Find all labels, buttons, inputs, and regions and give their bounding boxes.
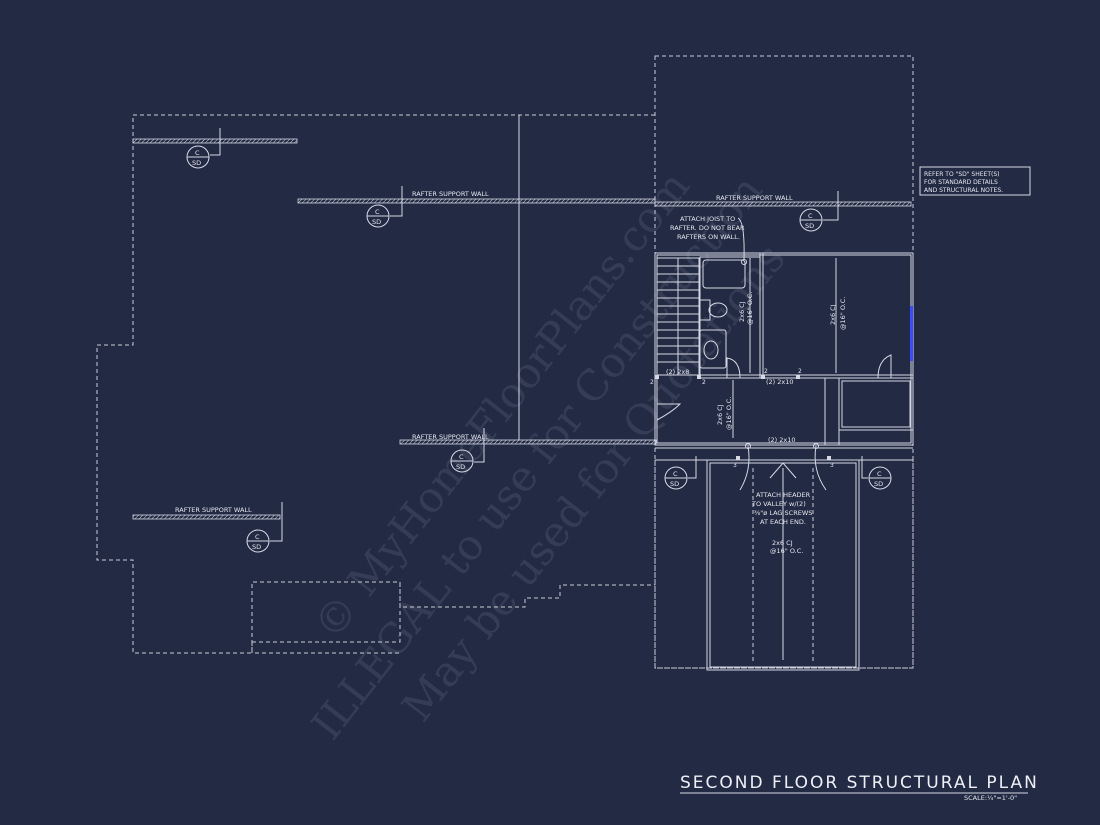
rafter-wall-label-3: RAFTER SUPPORT WALL (716, 194, 793, 202)
cj-spacing-bed: @16" O.C. (839, 297, 847, 330)
attach-joist-note: ATTACH JOIST TO RAFTER. DO NOT BEAR RAFT… (670, 215, 747, 265)
rafter-support-wall-3 (654, 201, 912, 207)
svg-text:SD: SD (456, 463, 465, 471)
window-accent (910, 306, 913, 361)
svg-text:C: C (459, 453, 464, 461)
svg-text:ATTACH HEADER: ATTACH HEADER (756, 491, 811, 499)
post-label-5: 3 (733, 462, 737, 469)
svg-text:AT EACH END.: AT EACH END. (760, 518, 806, 526)
cj-label-garage: 2x6 CJ (772, 539, 793, 547)
section-tag-1: C SD (186, 128, 221, 169)
title-block: SECOND FLOOR STRUCTURAL PLAN SCALE:¼"=1'… (680, 773, 1039, 802)
svg-text:SD: SD (372, 218, 381, 226)
svg-text:SD: SD (192, 159, 201, 167)
joist-arrows (732, 258, 837, 662)
roof-outline-right-lower (654, 460, 914, 669)
section-tag-3: C SD (799, 191, 839, 232)
rafter-support-wall-5 (132, 514, 281, 520)
rafter-support-wall-2 (297, 198, 656, 204)
header-label-2x8: (2) 2x8 (666, 368, 689, 376)
svg-text:C: C (195, 149, 200, 157)
post-label-2: 2 (702, 379, 706, 386)
rafter-support-wall-4 (399, 439, 657, 445)
note-box: REFER TO "SD" SHEET(S) FOR STANDARD DETA… (919, 166, 1031, 196)
cj-label-bath: 2x6 CJ (738, 301, 746, 322)
section-tag-6: C SD (664, 456, 697, 490)
note-line-1: REFER TO "SD" SHEET(S) (924, 171, 1000, 178)
section-tag-7: C SD (861, 456, 892, 490)
svg-text:RAFTER. DO NOT BEAR: RAFTER. DO NOT BEAR (670, 224, 745, 232)
upper-rooms (654, 252, 914, 446)
section-tag-4: C SD (450, 428, 485, 473)
svg-text:C: C (877, 470, 882, 478)
svg-text:C: C (255, 533, 260, 541)
cj-spacing-hall: @16" O.C. (725, 397, 733, 430)
section-tag-2: C SD (366, 186, 403, 228)
sheet-title: SECOND FLOOR STRUCTURAL PLAN (680, 773, 1039, 793)
sheet-scale: SCALE:¼"=1'-0" (964, 794, 1017, 802)
svg-text:C: C (808, 212, 813, 220)
cj-label-bed: 2x6 CJ (829, 304, 837, 325)
svg-text:TO VALLEY w/(2): TO VALLEY w/(2) (751, 500, 806, 508)
post-markers: 2 2 2 2 3 3 (650, 368, 834, 469)
rafter-support-wall-1 (132, 138, 298, 144)
garage-block (655, 443, 913, 671)
svg-text:ATTACH JOIST TO: ATTACH JOIST TO (680, 215, 735, 223)
rafter-wall-label-2: RAFTER SUPPORT WALL (412, 190, 489, 198)
note-line-2: FOR STANDARD DETAILS (924, 179, 998, 186)
post-label-6: 3 (830, 462, 834, 469)
svg-text:RAFTERS ON WALL.: RAFTERS ON WALL. (677, 233, 740, 241)
roof-outline-lower-step (252, 582, 401, 643)
stair-treads (657, 258, 699, 375)
svg-text:C: C (375, 208, 380, 216)
rafter-wall-label-5: RAFTER SUPPORT WALL (175, 506, 252, 514)
svg-text:C: C (673, 470, 678, 478)
post-label-1: 2 (650, 379, 654, 386)
svg-text:SD: SD (670, 480, 679, 488)
roof-outline-left-inner (251, 642, 400, 654)
post-label-4: 2 (798, 368, 802, 375)
note-line-3: AND STRUCTURAL NOTES. (924, 187, 1003, 194)
svg-text:⅜"ø LAG SCREWS: ⅜"ø LAG SCREWS (754, 509, 812, 517)
header-label-2x10-lower: (2) 2x10 (768, 436, 796, 444)
svg-text:SD: SD (805, 222, 814, 230)
header-label-2x10-upper: (2) 2x10 (766, 378, 794, 386)
rafter-wall-label-4: RAFTER SUPPORT WALL (412, 433, 489, 441)
roof-outline-left (96, 114, 655, 654)
svg-text:SD: SD (874, 480, 883, 488)
section-tag-5: C SD (246, 502, 283, 553)
attach-header-note: ATTACH HEADER TO VALLEY w/(2) ⅜"ø LAG SC… (751, 491, 812, 526)
cj-spacing-bath: @16" O.C. (746, 292, 754, 325)
svg-text:SD: SD (252, 543, 261, 551)
cj-spacing-garage: @16" O.C. (770, 547, 803, 555)
post-label-3: 2 (764, 368, 768, 375)
cj-label-hall: 2x6 CJ (716, 404, 724, 425)
